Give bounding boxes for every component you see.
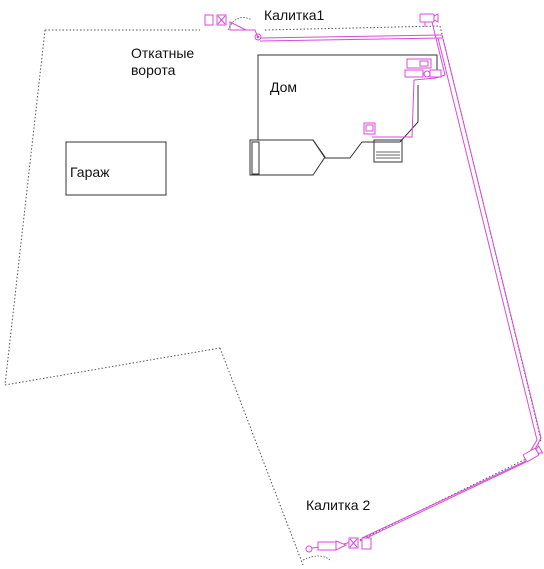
gate2-call-button-icon <box>305 545 313 553</box>
lock-controller-icon <box>216 14 227 26</box>
electric-lock-icon <box>229 21 247 31</box>
fence-west <box>4 29 46 386</box>
camera-north-icon <box>419 13 439 27</box>
gate1-equipment <box>204 14 262 41</box>
cable-corner-to-east-2 <box>437 37 538 456</box>
garage-label: Гараж <box>70 164 110 180</box>
power-supply-icon <box>423 70 431 78</box>
cable-routes <box>232 21 542 549</box>
fence-south-diagonal <box>219 347 304 566</box>
fence <box>4 25 542 566</box>
cable-corner-to-east <box>441 34 542 456</box>
cable-east-to-gate2-2 <box>359 461 527 542</box>
call-button-icon <box>254 33 262 41</box>
fence-north-east <box>264 25 441 31</box>
switch-icon <box>429 69 442 78</box>
sliding-gate-label-line2: ворота <box>131 62 176 78</box>
gate2-door-swing-icon <box>302 555 331 561</box>
cable-gate1-local <box>232 29 259 39</box>
cable-gate1-to-corner-2 <box>259 37 443 42</box>
sliding-gate-label-line1: Откатные <box>131 45 194 61</box>
cable-east-to-gate2 <box>361 459 529 539</box>
gate2-equipment <box>305 537 372 553</box>
cable-house-internal <box>372 79 415 138</box>
gate2-label: Калитка 2 <box>306 497 370 513</box>
house-outline <box>249 54 438 176</box>
gate2-electric-lock-icon <box>317 541 337 551</box>
garage-outline <box>65 141 167 196</box>
house-equipment <box>363 58 442 135</box>
gate2-intercom-panel-icon <box>361 537 372 550</box>
cable-gate1-to-corner <box>259 34 443 39</box>
gate1-label: Калитка1 <box>264 7 325 23</box>
intercom-panel-icon <box>204 14 214 26</box>
house-label: Дом <box>270 79 297 95</box>
indoor-station-icon <box>363 122 376 135</box>
gate1-door-swing-icon <box>227 17 253 31</box>
recorder-icon <box>404 69 424 78</box>
gate2-lock-triangle-icon <box>335 540 348 551</box>
camera-east-icon <box>522 445 544 463</box>
monitor-icon <box>406 58 432 69</box>
house-porch-stripes <box>376 151 400 159</box>
fence-south-west <box>4 347 221 386</box>
